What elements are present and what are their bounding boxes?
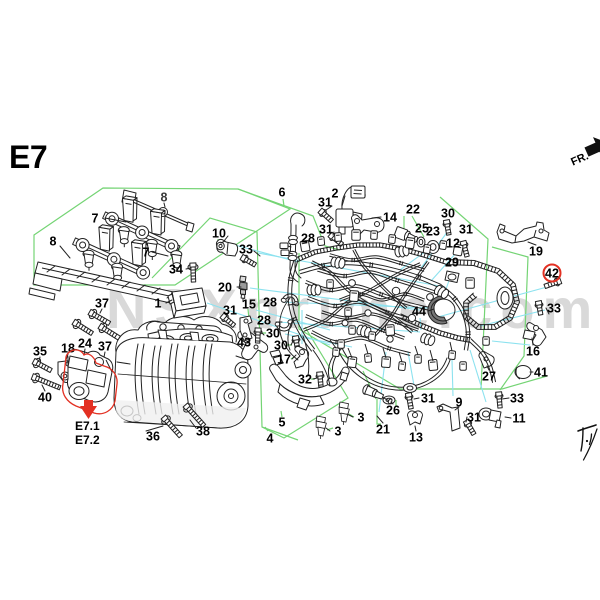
svg-text:9: 9	[456, 396, 463, 410]
svg-text:35: 35	[33, 345, 47, 359]
svg-text:31: 31	[318, 196, 332, 210]
svg-text:43: 43	[237, 336, 251, 350]
svg-text:15: 15	[242, 298, 256, 312]
svg-text:28: 28	[257, 314, 271, 328]
svg-text:41: 41	[534, 366, 548, 380]
svg-text:34: 34	[169, 263, 183, 277]
svg-text:44: 44	[412, 305, 426, 319]
svg-text:10: 10	[212, 227, 226, 241]
svg-text:25: 25	[415, 222, 429, 236]
svg-text:2: 2	[332, 187, 339, 201]
svg-text:40: 40	[38, 391, 52, 405]
svg-text:7: 7	[92, 212, 99, 226]
svg-text:17: 17	[277, 353, 291, 367]
svg-text:5: 5	[279, 416, 286, 430]
svg-text:29: 29	[445, 256, 459, 270]
svg-text:11: 11	[512, 412, 525, 426]
svg-text:38: 38	[196, 425, 210, 439]
svg-text:13: 13	[409, 431, 423, 445]
svg-text:27: 27	[482, 370, 496, 384]
svg-text:37: 37	[98, 340, 112, 354]
svg-text:37: 37	[95, 297, 109, 311]
svg-text:8: 8	[161, 191, 168, 205]
svg-text:31: 31	[319, 223, 333, 237]
svg-text:31: 31	[223, 304, 237, 318]
svg-text:E7: E7	[9, 139, 47, 175]
svg-text:36: 36	[146, 430, 160, 444]
svg-text:31: 31	[459, 223, 473, 237]
svg-text:31: 31	[421, 392, 435, 406]
svg-text:1: 1	[155, 297, 162, 311]
svg-text:26: 26	[386, 404, 400, 418]
svg-text:31: 31	[467, 411, 481, 425]
svg-text:14: 14	[383, 211, 397, 225]
svg-text:23: 23	[426, 225, 440, 239]
svg-text:30: 30	[441, 207, 455, 221]
svg-text:20: 20	[218, 281, 232, 295]
svg-text:32: 32	[298, 373, 312, 387]
svg-text:6: 6	[279, 186, 286, 200]
svg-text:33: 33	[547, 302, 561, 316]
svg-text:18: 18	[61, 342, 75, 356]
svg-text:E7.1: E7.1	[75, 419, 100, 433]
svg-text:33: 33	[239, 243, 253, 257]
svg-text:12: 12	[446, 237, 460, 251]
svg-text:3: 3	[335, 425, 342, 439]
svg-text:30: 30	[266, 327, 280, 341]
svg-text:24: 24	[78, 337, 92, 351]
svg-text:4: 4	[267, 432, 274, 446]
svg-text:42: 42	[545, 267, 559, 281]
svg-text:28: 28	[301, 232, 315, 246]
svg-text:7: 7	[143, 246, 150, 260]
svg-text:19: 19	[529, 245, 543, 259]
svg-text:E7.2: E7.2	[75, 433, 100, 447]
svg-text:8: 8	[50, 235, 57, 249]
svg-text:22: 22	[406, 203, 420, 217]
svg-text:30: 30	[274, 339, 288, 353]
svg-text:33: 33	[510, 392, 524, 406]
svg-text:3: 3	[358, 411, 365, 425]
svg-text:16: 16	[526, 345, 540, 359]
svg-text:28: 28	[263, 296, 277, 310]
svg-text:21: 21	[376, 423, 390, 437]
